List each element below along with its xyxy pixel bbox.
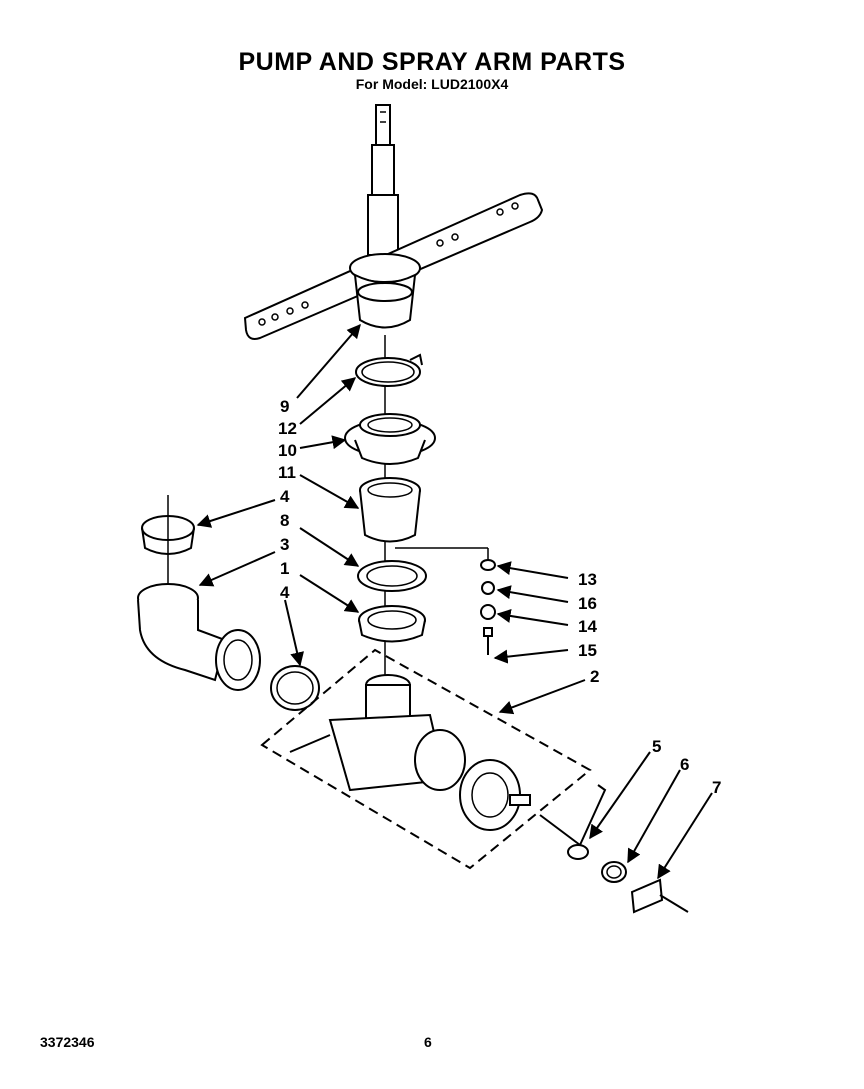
seal-ring [357, 560, 427, 592]
snap-ring [355, 353, 423, 387]
callout-4-lower: 4 [280, 583, 290, 602]
callout-10: 10 [278, 441, 297, 460]
callout-12: 12 [278, 419, 297, 438]
pump-motor-assembly [260, 648, 592, 870]
model-subtitle: For Model: LUD2100X4 [355, 76, 509, 92]
motor-bracket [630, 878, 689, 914]
hose-clamp-lower [270, 665, 320, 711]
page-title: PUMP AND SPRAY ARM PARTS [238, 48, 626, 76]
callout-3: 3 [280, 535, 289, 554]
spray-arm-shaft [367, 104, 399, 256]
callout-1: 1 [280, 559, 289, 578]
callout-14: 14 [578, 617, 597, 636]
document-number: 3372346 [40, 1034, 95, 1050]
callout-2: 2 [590, 667, 599, 686]
callout-5: 5 [652, 737, 661, 756]
spray-arm-flange [344, 413, 436, 465]
impeller-hardware [480, 559, 496, 655]
callout-7: 7 [712, 778, 721, 797]
motor-clip [539, 784, 607, 860]
callout-4-upper: 4 [280, 487, 290, 506]
callout-15: 15 [578, 641, 597, 660]
page-number: 6 [424, 1034, 432, 1050]
spray-cup [359, 477, 421, 543]
callout-numbers: 9 12 10 11 4 8 3 1 4 13 16 14 15 2 5 6 7 [278, 397, 721, 797]
hose-clamp-upper [141, 495, 195, 585]
callout-13: 13 [578, 570, 597, 589]
callout-11: 11 [278, 463, 296, 482]
gasket-ring [358, 605, 426, 643]
leader-lines [196, 323, 713, 880]
callout-6: 6 [680, 755, 689, 774]
callout-9: 9 [280, 397, 289, 416]
spray-arm-hub [349, 253, 421, 329]
motor-grommet [601, 861, 627, 883]
drain-hose [137, 583, 261, 691]
callout-16: 16 [578, 594, 597, 613]
callout-8: 8 [280, 511, 289, 530]
